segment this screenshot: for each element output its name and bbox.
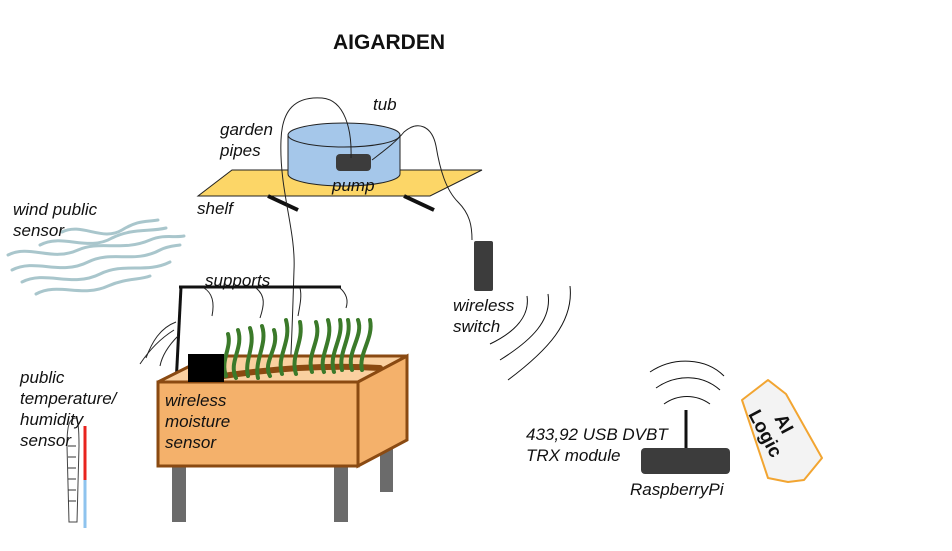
temp-humidity-sensor-label: public temperature/ humidity sensor <box>20 367 116 451</box>
pump-box <box>336 154 371 171</box>
plants <box>222 318 373 380</box>
diagram-title: AIGARDEN <box>333 31 446 54</box>
dvbt-module-label-line: TRX module <box>526 446 621 465</box>
dvbt-module-label-line: 433,92 USB DVBT <box>526 425 668 444</box>
ai-logic-tag <box>741 379 823 483</box>
garden-pipes-label: garden pipes <box>220 119 273 161</box>
garden-pipes-label-line: garden <box>220 120 273 139</box>
moisture-sensor-label-line: sensor <box>165 433 217 452</box>
moisture-sensor-label-line: wireless <box>165 391 227 410</box>
raspberrypi-label: RaspberryPi <box>630 480 724 499</box>
garden-pipes-label-line: pipes <box>220 141 261 160</box>
garden-pipes <box>280 97 473 373</box>
shelf-label: shelf <box>197 199 233 218</box>
temp-humidity-label-line: temperature/ <box>20 389 117 408</box>
wind-sensor-label-line: wind public <box>13 200 98 219</box>
temp-humidity-label-line: sensor <box>20 431 72 450</box>
wind-sensor-label: wind public sensor <box>13 199 97 241</box>
moisture-sensor-box <box>188 354 224 382</box>
antenna-signal-waves <box>649 360 725 405</box>
thermometer <box>66 417 87 528</box>
dvbt-module-label: 433,92 USB DVBT TRX module <box>526 424 668 466</box>
pump-label: pump <box>332 176 375 195</box>
wireless-switch-label-line: wireless <box>453 296 515 315</box>
wind-sensor-waves <box>6 218 186 296</box>
wireless-switch-label: wireless switch <box>453 295 514 337</box>
supports-label: supports <box>205 271 271 290</box>
moisture-sensor-label: wireless moisture sensor <box>165 390 230 453</box>
wireless-switch-device <box>474 241 493 291</box>
wireless-switch-label-line: switch <box>453 317 501 336</box>
wind-sensor-label-line: sensor <box>13 221 65 240</box>
supports-frame <box>139 285 348 386</box>
moisture-sensor-label-line: moisture <box>165 412 231 431</box>
switch-signal-waves <box>489 285 571 381</box>
tub-label: tub <box>373 95 397 114</box>
temp-humidity-label-line: public <box>20 368 65 387</box>
raspberrypi-device <box>641 410 730 474</box>
temp-humidity-label-line: humidity <box>20 410 84 429</box>
